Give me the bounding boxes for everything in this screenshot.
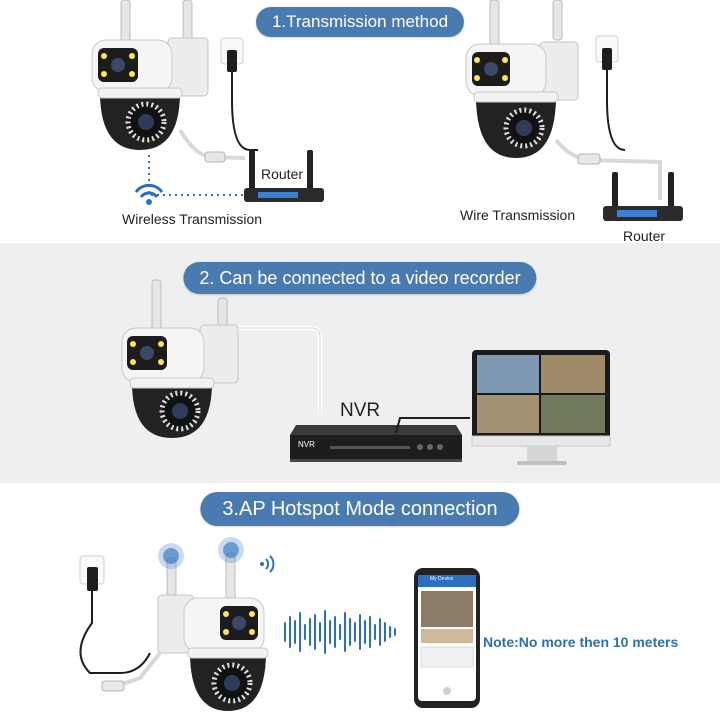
power-outlet-icon bbox=[79, 555, 105, 591]
router-icon bbox=[603, 172, 683, 221]
phone-header-text: My Device bbox=[430, 576, 454, 582]
nvr-recorder-icon bbox=[290, 425, 462, 462]
wired-camera-icon bbox=[465, 0, 579, 158]
power-outlet-icon bbox=[595, 35, 619, 70]
camera-icon bbox=[121, 279, 239, 438]
wireless-camera-icon bbox=[91, 0, 209, 150]
nvr-device-text: NVR bbox=[298, 440, 315, 449]
monitor-icon bbox=[471, 350, 611, 465]
nvr-label: NVR bbox=[340, 400, 381, 421]
ap-hotspot-section: 3.AP Hotspot Mode connection bbox=[0, 483, 720, 720]
wire-transmission-label: Wire Transmission bbox=[460, 207, 576, 223]
section-3-title: 3.AP Hotspot Mode connection bbox=[200, 492, 520, 526]
power-outlet-icon bbox=[220, 37, 244, 72]
section-2-title: 2. Can be connected to a video recorder bbox=[183, 262, 537, 294]
smartphone-icon bbox=[414, 568, 480, 708]
distance-note: Note:No more then 10 meters bbox=[483, 634, 679, 650]
video-recorder-section: 2. Can be connected to a video recorder bbox=[0, 243, 720, 483]
router-icon bbox=[244, 150, 324, 202]
signal-icon bbox=[260, 555, 275, 573]
transmission-method-section: 1.Transmission method bbox=[0, 0, 720, 244]
ap-hotspot-illustration bbox=[79, 537, 480, 711]
transmission-illustration bbox=[91, 0, 683, 221]
router-label-left: Router bbox=[261, 166, 304, 182]
nvr-illustration bbox=[121, 279, 611, 465]
wireless-transmission-label: Wireless Transmission bbox=[122, 211, 263, 227]
camera-icon bbox=[157, 537, 269, 711]
wifi-icon bbox=[134, 183, 164, 205]
router-label-right: Router bbox=[623, 228, 666, 244]
waveform-icon bbox=[284, 610, 396, 654]
section-1-title: 1.Transmission method bbox=[255, 7, 465, 37]
